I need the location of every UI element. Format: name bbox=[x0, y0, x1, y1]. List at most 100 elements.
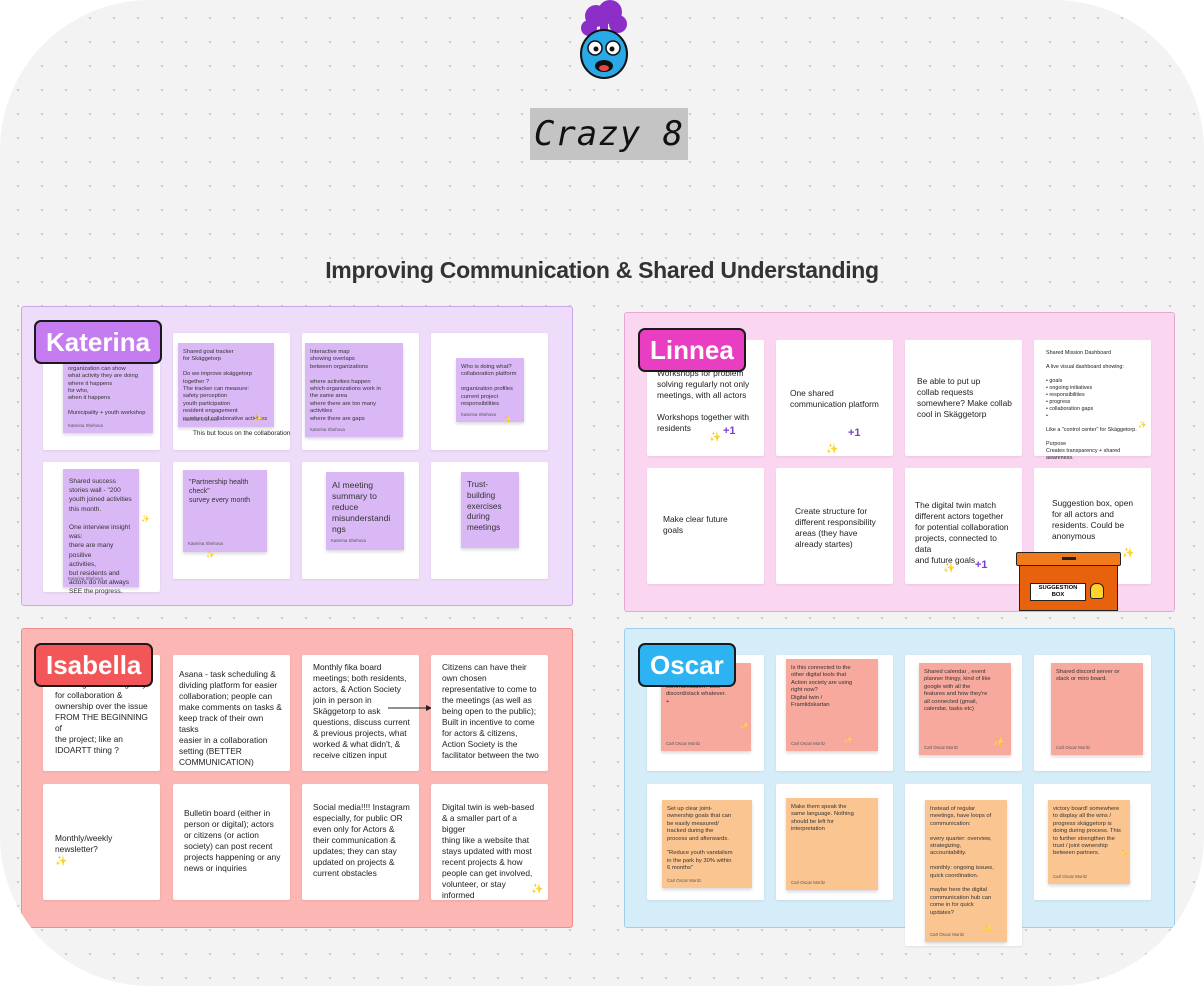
sticky-note[interactable]: Shared discord server or slack or miro b… bbox=[1051, 663, 1143, 755]
sticky-author: Carl Oscar Moritz bbox=[666, 740, 701, 746]
sticky-note[interactable]: Interactive map showing overlaps between… bbox=[305, 343, 403, 437]
isabella-card-6[interactable]: Bulletin board (either in person or digi… bbox=[173, 784, 290, 900]
tag-linnea: Linnea bbox=[638, 328, 746, 372]
sticky-note[interactable]: Is this connected to the other digital t… bbox=[786, 659, 878, 751]
board-title: Improving Communication & Shared Underst… bbox=[325, 257, 879, 283]
sparkle-reaction-icon: ✨ bbox=[1122, 548, 1135, 559]
card-text: Create structure for different responsib… bbox=[795, 506, 876, 549]
sticky-note[interactable]: Shared success stories wall - "200 youth… bbox=[63, 469, 139, 595]
sticky-author: Katerina Shehova bbox=[188, 541, 223, 546]
tag-katerina: Katerina bbox=[34, 320, 163, 364]
sparkle-reaction-icon: ✨ bbox=[141, 516, 150, 523]
sticky-note[interactable]: AI meeting summary to reduce misundersta… bbox=[326, 472, 404, 550]
plus-one-vote: +1 bbox=[848, 427, 861, 439]
sticky-text: Shared calendar , event planner thingy, … bbox=[924, 669, 991, 713]
sparkle-reaction-icon: ✨ bbox=[253, 414, 263, 423]
isabella-card-4[interactable]: Citizens can have their own chosen repre… bbox=[431, 655, 548, 771]
card-text: Social media!!!! Instagram especially, f… bbox=[313, 802, 410, 878]
isabella-card-3[interactable]: Monthly fika board meetings; both reside… bbox=[302, 655, 432, 771]
card-text: Citizens can have their own chosen repre… bbox=[442, 662, 539, 760]
linnea-card-3[interactable]: Be able to put up collab requests somewh… bbox=[905, 340, 1022, 456]
isabella-card-8[interactable]: Digital twin is web-based & a smaller pa… bbox=[431, 784, 548, 900]
sparkle-reaction-icon: ✨ bbox=[503, 417, 512, 424]
oscar-card-6[interactable]: Make them speak the same language. Nothi… bbox=[776, 784, 893, 900]
oscar-card-8[interactable]: victory board! somewhere to display all … bbox=[1034, 784, 1151, 900]
sticky-author: Katerina Shehova bbox=[183, 416, 218, 422]
katerina-card-4[interactable]: Who is doing what? collaboration platfor… bbox=[431, 333, 548, 450]
sticky-author: Katerina Shehova bbox=[331, 538, 366, 543]
sparkle-reaction-icon: ✨ bbox=[55, 856, 68, 867]
oscar-card-5[interactable]: Set up clear joint- ownership goals that… bbox=[647, 784, 764, 900]
card-text: Shared Mission Dashboard A live visual d… bbox=[1046, 350, 1137, 461]
sparkle-reaction-icon: ✨ bbox=[1138, 422, 1147, 429]
sticky-note[interactable]: Trust- building exercises during meeting… bbox=[461, 472, 519, 548]
sticky-text: Make them speak the same language. Nothi… bbox=[791, 804, 854, 833]
suggestion-box-icon: SUGGESTION BOX bbox=[1016, 552, 1121, 611]
card-text: Creating shared urgency for collaboratio… bbox=[55, 679, 148, 755]
tag-oscar: Oscar bbox=[638, 643, 736, 687]
sticky-author: Katerina Shehova bbox=[68, 422, 103, 428]
sticky-text: Who is doing what? collaboration platfor… bbox=[461, 364, 517, 408]
connector-arrow bbox=[388, 705, 432, 711]
linnea-card-6[interactable]: Create structure for different responsib… bbox=[776, 468, 893, 584]
crazy-8-label: Crazy 8 bbox=[530, 108, 688, 160]
oscar-card-4[interactable]: Shared discord server or slack or miro b… bbox=[1034, 655, 1151, 771]
isabella-card-2[interactable]: Asana - task scheduling & dividing platf… bbox=[173, 655, 290, 771]
plus-one-vote: +1 bbox=[975, 559, 988, 571]
sticky-note[interactable]: Who is doing what? collaboration platfor… bbox=[456, 358, 524, 422]
sticky-author: Katerina Shehova bbox=[310, 426, 345, 432]
card-text: Monthly/weekly newsletter? bbox=[55, 833, 113, 854]
sticky-note[interactable]: Instead of regular meetings, have loops … bbox=[925, 800, 1007, 942]
katerina-annotation: This but focus on the collaboration bbox=[193, 430, 291, 437]
isabella-card-7[interactable]: Social media!!!! Instagram especially, f… bbox=[302, 784, 419, 900]
sticky-author: Carl Oscar Moritz bbox=[930, 931, 965, 937]
card-text: Workshops for problem solving regularly … bbox=[657, 368, 750, 433]
card-text: One shared communication platform bbox=[790, 388, 879, 409]
linnea-card-2[interactable]: One shared communication platform +1 ✨ bbox=[776, 340, 893, 456]
sticky-note[interactable]: Shared goal tracker for Skäggetorp Do we… bbox=[178, 343, 274, 427]
sticky-author: Carl Oscar Moritz bbox=[791, 879, 826, 885]
linnea-card-5[interactable]: Make clear future goals bbox=[647, 468, 764, 584]
katerina-card-8[interactable]: Trust- building exercises during meeting… bbox=[431, 462, 548, 579]
crazy-8-text: Crazy 8 bbox=[533, 114, 685, 154]
card-text: Digital twin is web-based & a smaller pa… bbox=[442, 802, 535, 900]
sparkle-reaction-icon: ✨ bbox=[709, 432, 722, 443]
oscar-card-7[interactable]: Instead of regular meetings, have loops … bbox=[905, 784, 1022, 946]
sticky-author: Katerina Shehova bbox=[68, 575, 103, 581]
sticky-text: Shared success stories wall - "200 youth… bbox=[69, 478, 132, 596]
sparkle-reaction-icon: ✨ bbox=[826, 444, 839, 455]
sticky-note[interactable]: victory board! somewhere to display all … bbox=[1048, 800, 1130, 884]
lightbulb-icon bbox=[1090, 583, 1104, 599]
sticky-text: Set up clear joint- ownership goals that… bbox=[667, 806, 733, 872]
sticky-text: "Partnership health check" survey every … bbox=[189, 479, 251, 504]
yellow-dot-icon: ✨ bbox=[983, 926, 992, 933]
sticky-author: Carl Oscar Moritz bbox=[1056, 744, 1091, 750]
sticky-text: Is this connected to the other digital t… bbox=[791, 665, 853, 709]
katerina-card-3[interactable]: Interactive map showing overlaps between… bbox=[302, 333, 419, 450]
katerina-card-7[interactable]: AI meeting summary to reduce misundersta… bbox=[302, 462, 419, 579]
sticky-note[interactable]: "Partnership health check" survey every … bbox=[183, 470, 267, 552]
katerina-card-2[interactable]: Shared goal tracker for Skäggetorp Do we… bbox=[173, 333, 290, 450]
yellow-dot-icon: ✨ bbox=[1120, 850, 1129, 857]
sparkle-reaction-icon: ✨ bbox=[943, 563, 956, 574]
sticky-note[interactable]: Shared calendar , event planner thingy, … bbox=[919, 663, 1011, 755]
sticky-text: AI meeting summary to reduce misundersta… bbox=[332, 480, 391, 534]
linnea-card-4[interactable]: Shared Mission Dashboard A live visual d… bbox=[1034, 340, 1151, 461]
sticky-author: Carl Oscar Moritz bbox=[1053, 873, 1088, 879]
sticky-note[interactable]: Make them speak the same language. Nothi… bbox=[786, 798, 878, 890]
katerina-card-5[interactable]: Shared success stories wall - "200 youth… bbox=[43, 462, 160, 595]
mascot-icon bbox=[580, 0, 628, 79]
linnea-card-7[interactable]: The digital twin match different actors … bbox=[905, 468, 1022, 584]
oscar-card-3[interactable]: Shared calendar , event planner thingy, … bbox=[905, 655, 1022, 771]
sticky-note[interactable]: Set up clear joint- ownership goals that… bbox=[662, 800, 752, 888]
katerina-card-6[interactable]: "Partnership health check" survey every … bbox=[173, 462, 290, 579]
tag-isabella: Isabella bbox=[34, 643, 154, 687]
isabella-card-5[interactable]: Monthly/weekly newsletter? ✨ bbox=[43, 784, 160, 900]
sticky-text: Shared discord server or slack or miro b… bbox=[1056, 669, 1120, 683]
sticky-text: Trust- building exercises during meeting… bbox=[467, 480, 502, 533]
card-text: Asana - task scheduling & dividing platf… bbox=[179, 669, 282, 767]
sticky-author: Carl Oscar Moritz bbox=[667, 877, 702, 883]
oscar-card-2[interactable]: Is this connected to the other digital t… bbox=[776, 655, 893, 771]
plus-one-vote: +1 bbox=[723, 425, 736, 437]
